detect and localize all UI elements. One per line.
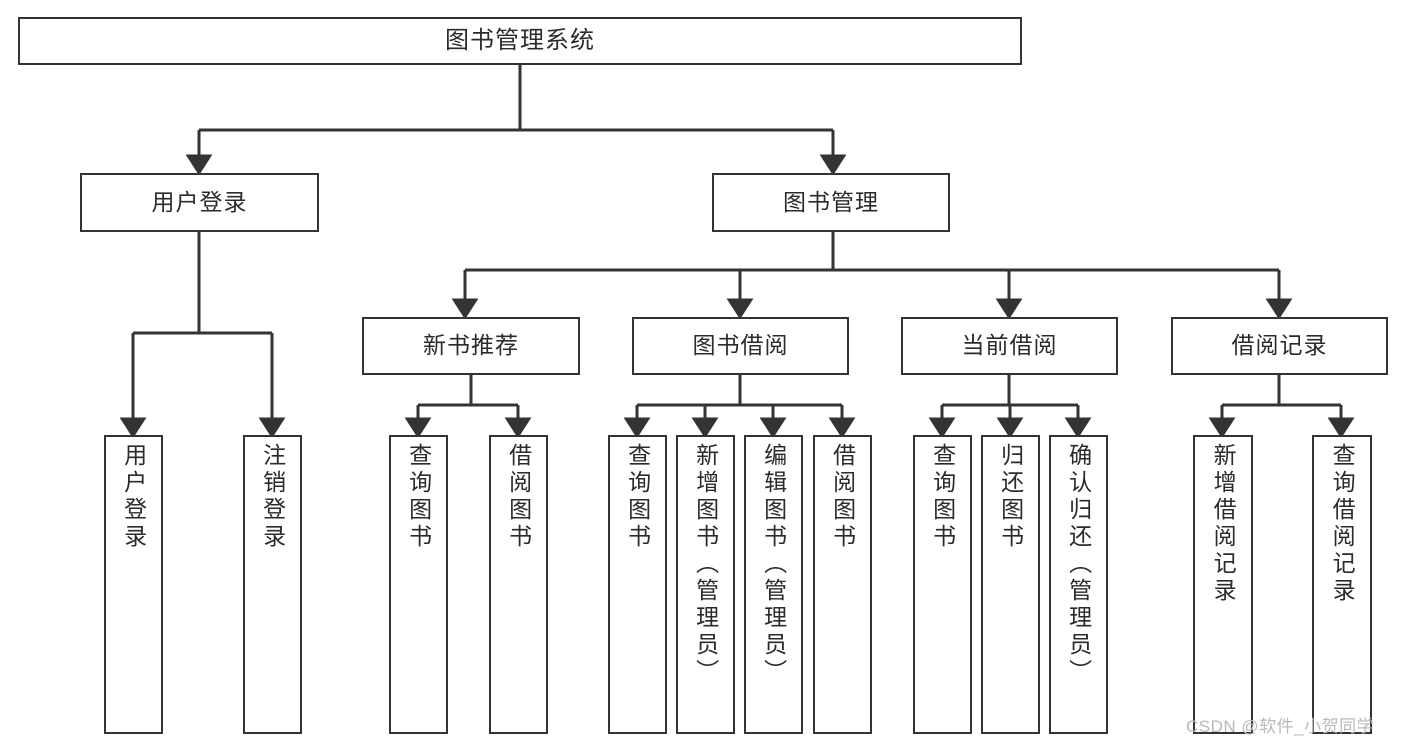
- node-root[interactable]: 图书管理系统: [18, 17, 1022, 65]
- node-leaf-borrow-edit-book[interactable]: 编辑图书（管理员）: [744, 435, 803, 734]
- node-leaf-rec-borrow-book-label: 借阅图书: [505, 443, 532, 551]
- node-current-borrow[interactable]: 当前借阅: [901, 317, 1118, 375]
- node-leaf-cur-confirm-return-label: 确认归还（管理员）: [1065, 443, 1092, 686]
- node-leaf-cur-query-book-label: 查询图书: [929, 443, 956, 551]
- node-new-book-rec-label: 新书推荐: [423, 332, 519, 359]
- node-user-login[interactable]: 用户登录: [80, 173, 319, 232]
- node-borrow-record-label: 借阅记录: [1231, 332, 1328, 359]
- node-leaf-user-logout-label: 注销登录: [259, 443, 286, 551]
- node-leaf-rec-query-book[interactable]: 查询图书: [389, 435, 448, 734]
- node-leaf-borrow-query-book[interactable]: 查询图书: [608, 435, 667, 734]
- node-book-borrow-label: 图书借阅: [692, 332, 789, 359]
- node-leaf-rec-query-book-label: 查询图书: [405, 443, 432, 551]
- node-leaf-borrow-borrow-book[interactable]: 借阅图书: [813, 435, 872, 734]
- node-leaf-borrow-add-book[interactable]: 新增图书（管理员）: [676, 435, 735, 734]
- node-leaf-borrow-borrow-book-label: 借阅图书: [829, 443, 856, 551]
- node-leaf-cur-query-book[interactable]: 查询图书: [913, 435, 972, 734]
- node-leaf-user-login-label: 用户登录: [120, 443, 147, 551]
- node-leaf-rec-borrow-book[interactable]: 借阅图书: [489, 435, 548, 734]
- node-leaf-rec-add-record-label: 新增借阅记录: [1210, 443, 1237, 605]
- node-leaf-cur-return-book[interactable]: 归还图书: [981, 435, 1040, 734]
- node-user-login-label: 用户登录: [151, 188, 248, 215]
- node-book-manage[interactable]: 图书管理: [712, 173, 950, 232]
- node-leaf-borrow-edit-book-label: 编辑图书（管理员）: [760, 443, 787, 686]
- node-leaf-rec-add-record[interactable]: 新增借阅记录: [1193, 435, 1253, 734]
- node-leaf-borrow-query-book-label: 查询图书: [624, 443, 651, 551]
- node-book-borrow[interactable]: 图书借阅: [632, 317, 849, 375]
- node-leaf-rec-query-record-label: 查询借阅记录: [1329, 443, 1356, 605]
- node-leaf-borrow-add-book-label: 新增图书（管理员）: [692, 443, 719, 686]
- node-new-book-rec[interactable]: 新书推荐: [362, 317, 580, 375]
- node-leaf-user-login[interactable]: 用户登录: [104, 435, 163, 734]
- node-root-label: 图书管理系统: [445, 26, 595, 54]
- node-leaf-rec-query-record[interactable]: 查询借阅记录: [1312, 435, 1372, 734]
- node-book-manage-label: 图书管理: [783, 188, 879, 215]
- node-leaf-user-logout[interactable]: 注销登录: [243, 435, 302, 734]
- watermark: CSDN @软件_小贺同学: [1186, 717, 1375, 736]
- node-leaf-cur-confirm-return[interactable]: 确认归还（管理员）: [1049, 435, 1108, 734]
- node-leaf-cur-return-book-label: 归还图书: [997, 443, 1024, 551]
- node-current-borrow-label: 当前借阅: [961, 332, 1058, 359]
- node-borrow-record[interactable]: 借阅记录: [1171, 317, 1388, 375]
